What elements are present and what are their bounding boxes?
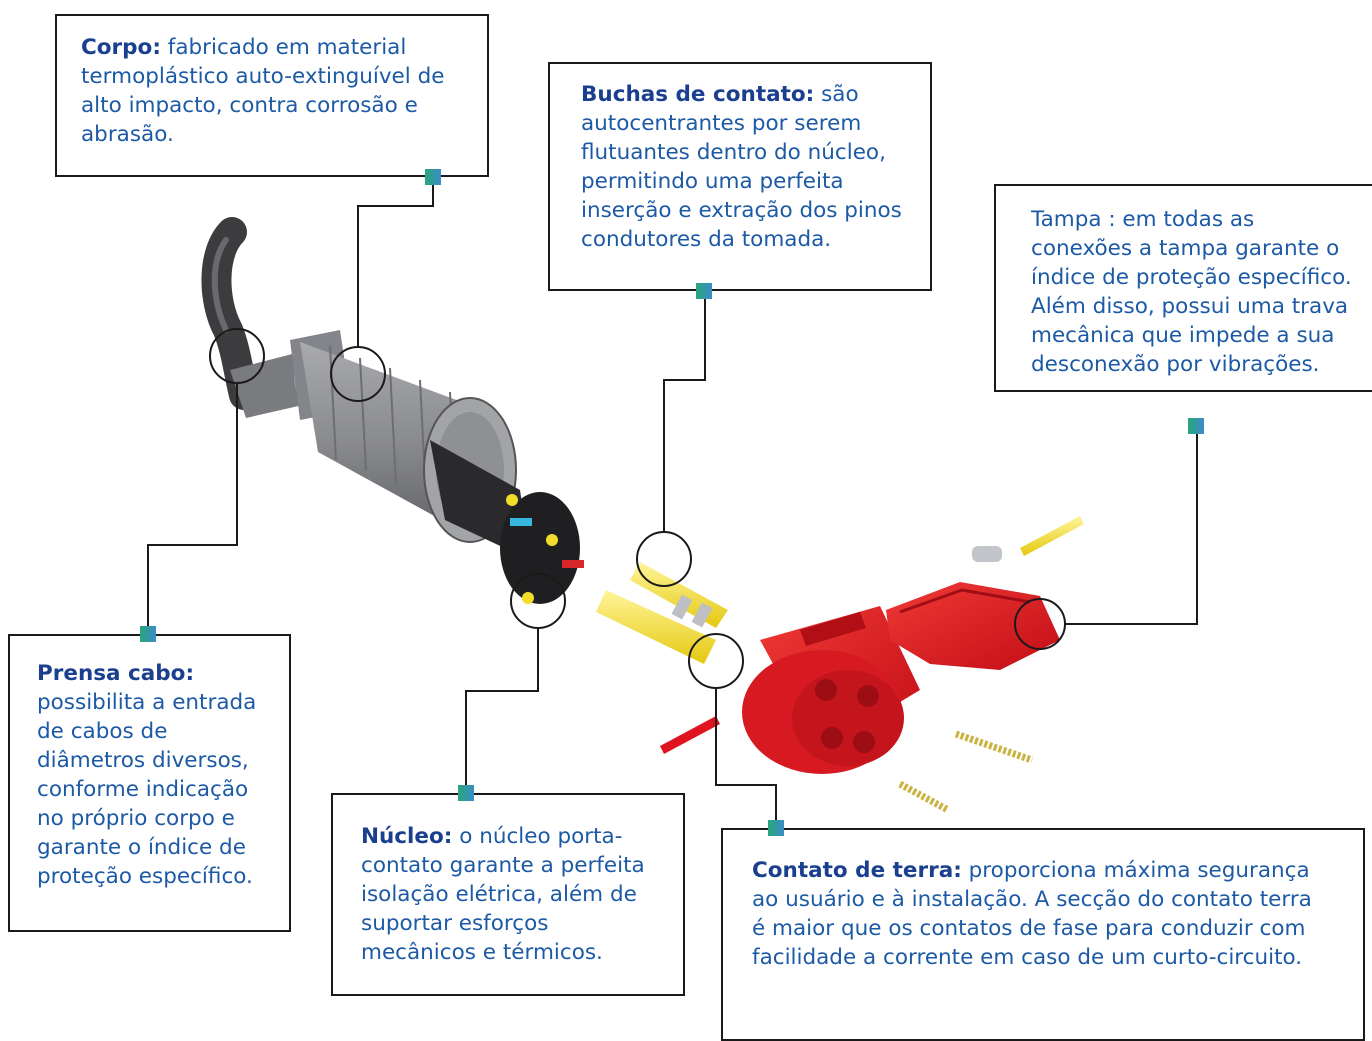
circle-terra [688,633,744,689]
marker-terra [768,820,784,836]
callout-corpo: Corpo: fabricado em material termoplásti… [55,14,489,177]
callout-prensa-title: Prensa cabo: [37,661,195,686]
highlight-circles [209,328,1066,689]
marker-corpo [425,169,441,185]
red-connector [742,606,920,774]
circle-prensa [209,328,265,384]
callout-nucleo-title: Núcleo: [361,824,453,849]
cable-highlight [211,237,229,333]
red-lid [886,582,1060,670]
marker-tampa [1188,418,1204,434]
callout-nucleo-text: o núcleo porta-contato garante a perfeit… [361,824,645,965]
callout-terra-text: proporciona máxima segurança ao usuário … [752,858,1312,970]
callout-tampa: Tampa : em todas as conexões a tampa gar… [994,184,1372,392]
circle-tampa [1014,598,1066,650]
marker-buchas [696,283,712,299]
small-parts [660,516,1084,814]
callout-buchas-title: Buchas de contato: [581,82,815,107]
callout-corpo-text: fabricado em material termoplástico auto… [81,35,445,147]
leader-lines [147,180,1198,820]
contact-sleeves [596,562,728,664]
circle-corpo [330,346,386,402]
marker-prensa [140,626,156,642]
contact-core [430,440,584,604]
marker-nucleo [458,785,474,801]
callout-terra-title: Contato de terra: [752,858,962,883]
callout-buchas: Buchas de contato: são autocentrantes po… [548,62,932,291]
callout-tampa-text: Tampa : em todas as conexões a tampa gar… [1031,207,1352,377]
callout-buchas-text: são autocentrantes por serem flutuantes … [581,82,902,252]
callout-prensa: Prensa cabo: possibilita a entrada de ca… [8,634,291,932]
callout-prensa-text: possibilita a entrada de cabos de diâmet… [37,690,257,889]
circle-buchas [636,531,692,587]
callout-nucleo: Núcleo: o núcleo porta-contato garante a… [331,793,685,996]
callout-corpo-title: Corpo: [81,35,161,60]
callout-terra: Contato de terra: proporciona máxima seg… [721,828,1365,1041]
circle-nucleo [510,573,566,629]
